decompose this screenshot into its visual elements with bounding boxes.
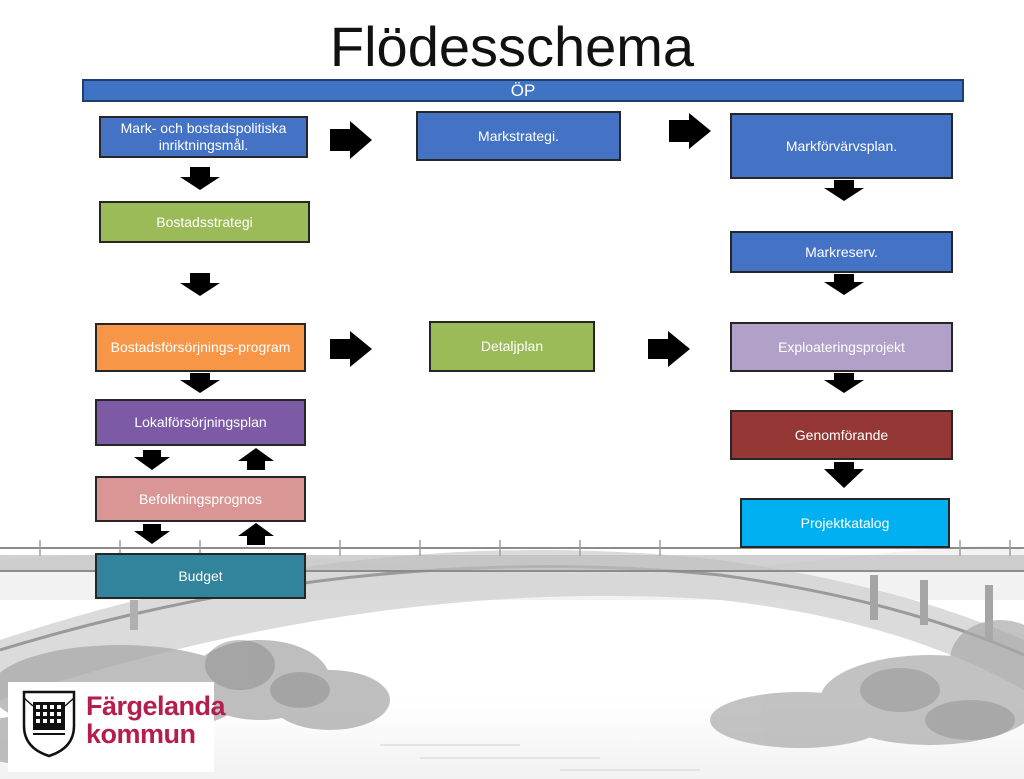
node-bostadsstrategi: Bostadsstrategi bbox=[99, 201, 310, 243]
node-markreserv: Markreserv. bbox=[730, 231, 953, 273]
node-detaljplan: Detaljplan bbox=[429, 321, 595, 372]
node-bostadsforsorjningsprogram: Bostadsförsörjnings-program bbox=[95, 323, 306, 372]
node-lokalforsorjningsplan: Lokalförsörjningsplan bbox=[95, 399, 306, 446]
node-markstrategi: Markstrategi. bbox=[416, 111, 621, 161]
node-mark-bostadspolitiska: Mark- och bostadspolitiska inriktningsmå… bbox=[99, 116, 308, 158]
node-befolkningsprognos: Befolkningsprognos bbox=[95, 476, 306, 522]
coat-of-arms-icon bbox=[22, 690, 76, 758]
node-markforvarvsplan: Markförvärvsplan. bbox=[730, 113, 953, 179]
node-exploateringsprojekt: Exploateringsprojekt bbox=[730, 322, 953, 372]
logo-name-line2: kommun bbox=[86, 719, 196, 749]
page-title: Flödesschema bbox=[329, 15, 695, 78]
op-bar: ÖP bbox=[82, 79, 964, 102]
node-projektkatalog: Projektkatalog bbox=[740, 498, 950, 548]
node-budget: Budget bbox=[95, 553, 306, 599]
logo-name-line1: Färgelanda bbox=[86, 691, 226, 721]
logo: Färgelanda kommun bbox=[8, 682, 226, 772]
node-genomforande: Genomförande bbox=[730, 410, 953, 460]
